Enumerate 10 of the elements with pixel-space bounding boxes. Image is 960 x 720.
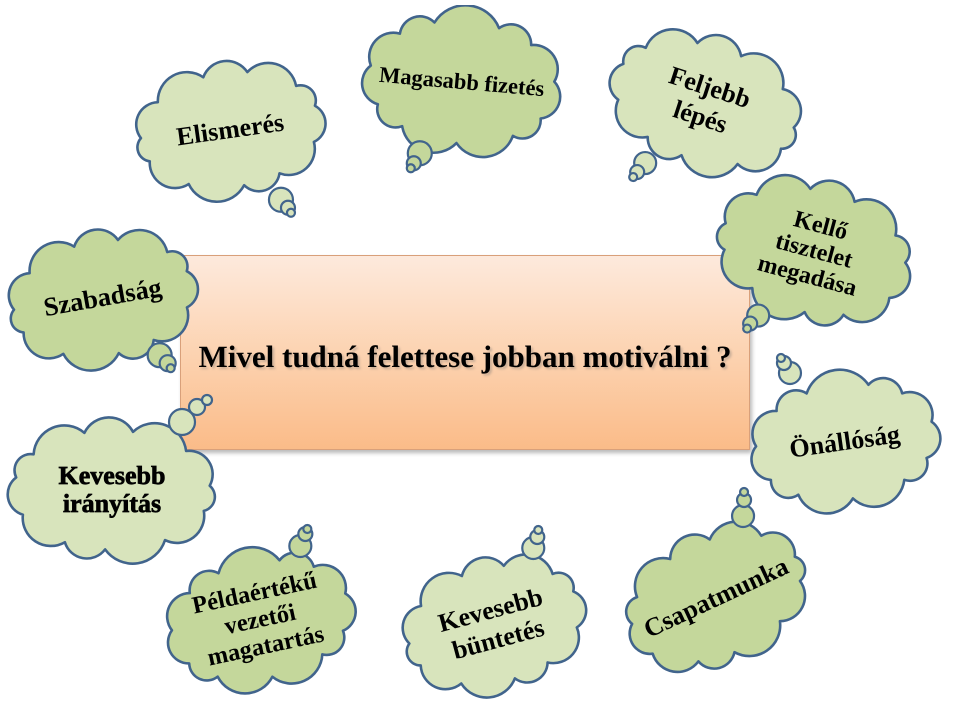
cloud-text: Szabadság [42,272,164,324]
cloud-text: Magasabb fizetés [378,61,546,103]
question-text: Mivel tudná felettese jobban motiválni ? [198,338,732,374]
cloud-text: Önállóság [788,418,902,466]
cloud-text: Feljebb lépés [664,60,754,142]
cloud-text: Kevesebb büntetés [434,582,548,668]
cloud-text: Kellő tisztelet megadása [754,205,861,303]
cloud-text: Elismerés [174,107,286,153]
question-box [180,255,750,450]
cloud-text: Kevesebb irányítás [58,462,166,518]
